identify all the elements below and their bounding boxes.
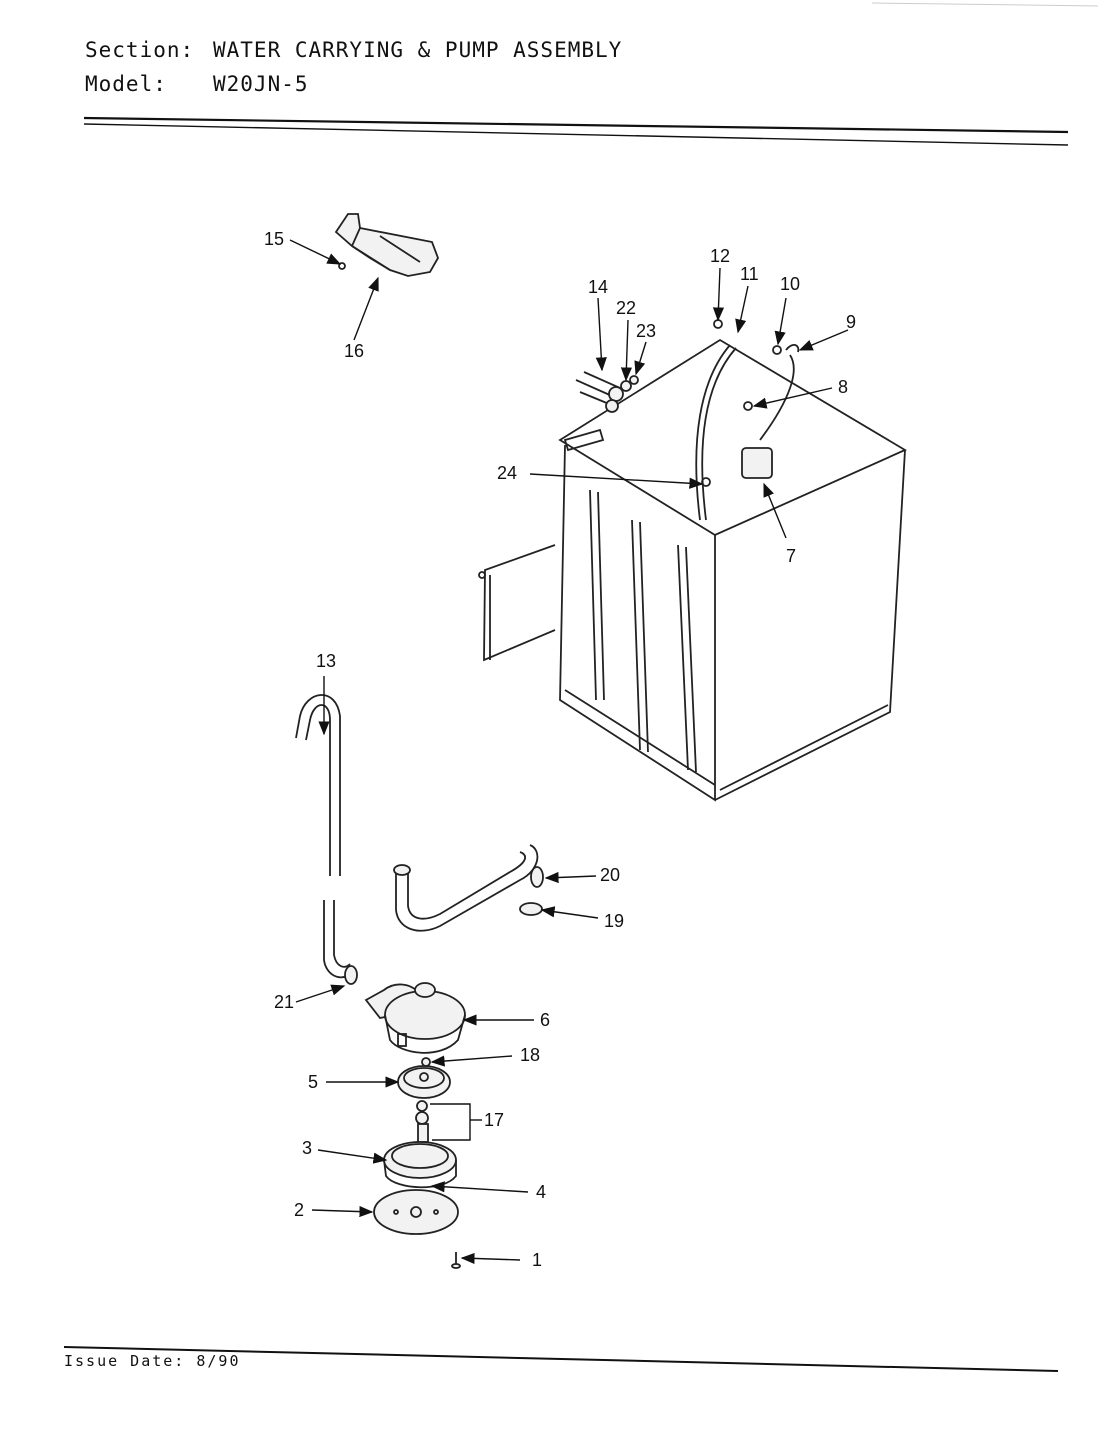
bracket-assembly [334,213,439,277]
callout-3: 3 [302,1138,312,1158]
callout-10: 10 [780,274,800,294]
seal-parts [415,1100,429,1143]
section-heading: Section: WATER CARRYING & PUMP ASSEMBLY [85,38,622,62]
impeller [397,1065,451,1099]
mounting-plate [373,1189,459,1235]
callout-1: 1 [532,1250,542,1270]
hose-clamp-small [344,965,358,985]
section-label: Section: [85,38,195,62]
callout-6: 6 [540,1010,550,1030]
callout-13: 13 [316,651,336,671]
issue-date: Issue Date: 8/90 [64,1352,241,1370]
washer [421,1057,431,1067]
model-heading: Model: W20JN-5 [85,72,309,96]
callout-2: 2 [294,1200,304,1220]
callout-9: 9 [846,312,856,332]
callout-14: 14 [588,277,608,297]
scan-edge [871,2,1099,7]
callout-23: 23 [636,321,656,341]
callout-11: 11 [740,264,759,284]
callout-8: 8 [838,377,848,397]
callout-7: 7 [786,546,796,566]
callout-17: 17 [484,1110,504,1130]
pump-housing [364,982,466,1054]
bolt-parts [575,371,639,413]
model-value: W20JN-5 [213,72,309,96]
header-rule-top [83,116,1069,134]
hose-clamp [519,902,543,916]
leader-lines [289,239,849,1265]
callout-20: 20 [600,865,620,885]
header-rule-bottom [83,123,1069,146]
callout-15: 15 [264,229,284,249]
callout-labels: 1 2 3 4 5 6 7 8 9 10 11 12 13 14 15 16 1… [264,229,856,1270]
pump-base [383,1141,457,1189]
callout-19: 19 [604,911,624,931]
callout-16: 16 [344,341,364,361]
callout-24: 24 [497,463,517,483]
callout-21: 21 [274,992,294,1012]
callout-4: 4 [536,1182,546,1202]
callout-22: 22 [616,298,636,318]
callout-12: 12 [710,246,730,266]
callout-5: 5 [308,1072,318,1092]
footer-rule [63,1346,1059,1372]
model-label: Model: [85,72,167,96]
section-value: WATER CARRYING & PUMP ASSEMBLY [213,38,623,62]
screw [451,1252,461,1269]
washer-cabinet [478,338,907,802]
clip-parts [713,319,800,411]
callout-18: 18 [520,1045,540,1065]
pump-outlet-hose [393,844,544,932]
drain-hose [295,694,351,979]
